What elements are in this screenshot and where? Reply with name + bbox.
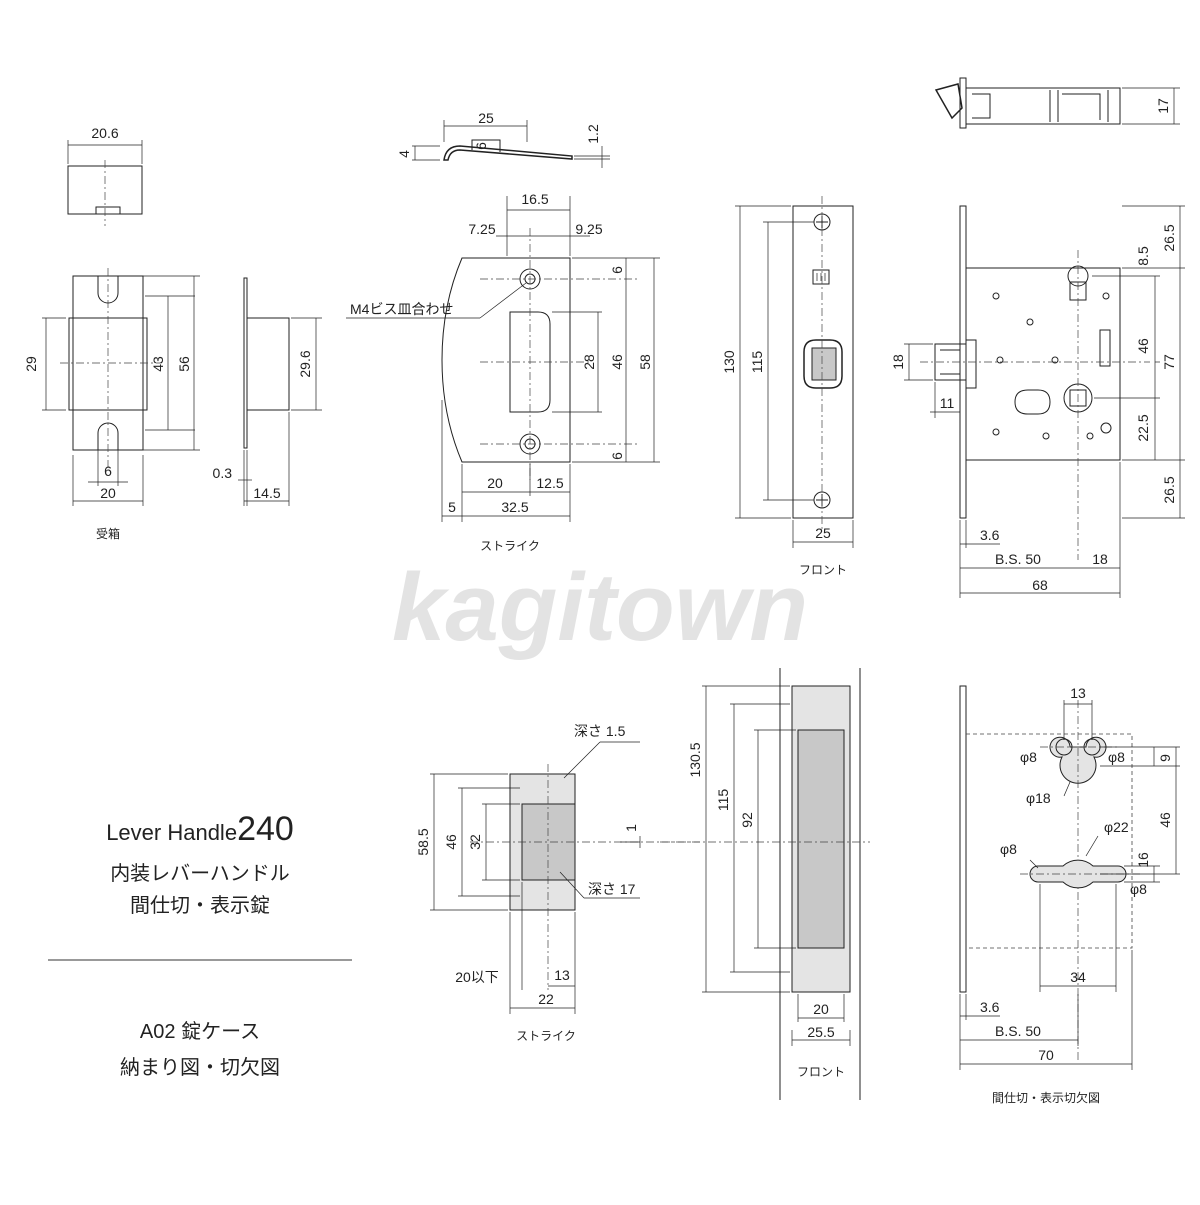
strike-top-group: 25 4 6 1.2 16.5 7.25 9.25 M4ビス皿合わせ (346, 110, 660, 553)
under20-note: 20以下 (455, 969, 499, 985)
ct-p22-label: φ22 (1104, 819, 1129, 835)
ct-p8a-label: φ8 (1020, 749, 1037, 765)
bf-1305-label: 130.5 (687, 742, 703, 777)
lc-11-label: 11 (940, 395, 955, 411)
rb-depth-label: 14.5 (253, 485, 280, 501)
lc-85-label: 8.5 (1135, 246, 1151, 266)
lc-17-label: 17 (1155, 98, 1171, 114)
strike-bottom-group: 58.5 46 32 1 深さ 1.5 深さ 17 20以下 13 22 ストラ… (415, 723, 700, 1043)
ct-36-label: 3.6 (980, 999, 1000, 1015)
bf-255-label: 25.5 (807, 1024, 834, 1040)
screw-note: M4ビス皿合わせ (350, 301, 453, 317)
title-block: Lever Handle240 内装レバーハンドル 間仕切・表示錠 A02 錠ケ… (48, 810, 352, 1079)
cutout-group: 13 φ8 φ8 φ18 9 46 φ22 φ8 16 φ8 34 3.6 B.… (959, 685, 1180, 1105)
st-28-label: 28 (581, 354, 597, 370)
rb-bottom-6-label: 6 (104, 463, 112, 479)
cutout-caption: 間仕切・表示切欠図 (992, 1090, 1100, 1105)
front-top-group: 130 115 25 フロント (721, 196, 854, 577)
lc-68-label: 68 (1032, 577, 1048, 593)
lc-46-label: 46 (1135, 338, 1151, 354)
product-title: Lever Handle240 (106, 810, 294, 848)
st-12-label: 1.2 (585, 124, 601, 144)
watermark: kagitown (392, 554, 808, 661)
strike-top-caption: ストライク (480, 539, 540, 553)
ct-p8d-label: φ8 (1130, 881, 1147, 897)
lc-77-label: 77 (1161, 354, 1177, 370)
case-title: A02 錠ケース (140, 1020, 260, 1043)
ct-34-label: 34 (1070, 969, 1086, 985)
fr-25-label: 25 (815, 525, 831, 541)
st-325-label: 32.5 (501, 499, 528, 515)
product-subtitle-2: 間仕切・表示錠 (130, 894, 270, 917)
front-top-caption: フロント (799, 563, 847, 577)
rb-side-label: 29.6 (297, 350, 313, 377)
rb-bottom-20-label: 20 (100, 485, 116, 501)
st-4-label: 4 (396, 150, 412, 158)
bf-92-label: 92 (739, 812, 755, 828)
case-subtitle: 納まり図・切欠図 (120, 1056, 280, 1079)
lc-36-label: 3.6 (980, 527, 1000, 543)
ct-16-label: 16 (1135, 852, 1151, 868)
st-125-label: 12.5 (536, 475, 563, 491)
st-6-label: 6 (473, 142, 489, 150)
bs-46-label: 46 (443, 834, 459, 850)
rb-h56-label: 56 (176, 356, 192, 372)
st-58-label: 58 (637, 354, 653, 370)
ct-p18-label: φ18 (1026, 790, 1051, 806)
front-bottom-caption: フロント (797, 1065, 845, 1079)
bs-22-label: 22 (538, 991, 554, 1007)
ct-9-label: 9 (1157, 754, 1173, 762)
st-46-label: 46 (609, 354, 625, 370)
product-title-text: Lever Handle (106, 820, 237, 845)
product-title-number: 240 (237, 810, 294, 848)
lc-265b-label: 26.5 (1161, 476, 1177, 503)
ct-p8c-label: φ8 (1000, 841, 1017, 857)
st-5-label: 5 (448, 499, 456, 515)
strike-bottom-caption: ストライク (516, 1029, 576, 1043)
bf-115-label: 115 (715, 789, 731, 812)
st-6b-label: 6 (609, 452, 625, 460)
st-925-label: 9.25 (575, 221, 602, 237)
lc-18b-label: 18 (1092, 551, 1108, 567)
receiver-caption: 受箱 (96, 526, 120, 541)
lc-18-label: 18 (890, 354, 906, 370)
product-subtitle-1: 内装レバーハンドル (110, 862, 290, 885)
ct-p8b-label: φ8 (1108, 749, 1125, 765)
fr-130-label: 130 (721, 350, 737, 374)
lc-bs-label: B.S. 50 (995, 551, 1041, 567)
bf-20-label: 20 (813, 1001, 829, 1017)
rb-thickness-label: 0.3 (213, 465, 233, 481)
rb-h29-label: 29 (23, 356, 39, 372)
st-165-label: 16.5 (521, 191, 548, 207)
fr-115-label: 115 (749, 351, 765, 374)
ct-13-label: 13 (1070, 685, 1086, 701)
rb-width-label: 20.6 (91, 125, 118, 141)
st-725-label: 7.25 (468, 221, 495, 237)
depth-2-note: 深さ 17 (588, 881, 636, 897)
bs-1-label: 1 (623, 824, 639, 832)
rb-h43-label: 43 (150, 356, 166, 372)
lc-225-label: 22.5 (1135, 414, 1151, 441)
lock-case-group: 17 26.5 8.5 (890, 77, 1185, 598)
st-25-label: 25 (478, 110, 494, 126)
receiver-box-group: 20.6 29 43 56 6 20 受箱 (23, 125, 322, 541)
st-20-label: 20 (487, 475, 503, 491)
depth-1-note: 深さ 1.5 (574, 723, 626, 739)
lc-265a-label: 26.5 (1161, 224, 1177, 251)
st-6a-label: 6 (609, 266, 625, 274)
ct-bs-label: B.S. 50 (995, 1023, 1041, 1039)
front-bottom-group: 130.5 115 92 20 25.5 フロント (660, 668, 870, 1100)
bs-585-label: 58.5 (415, 828, 431, 855)
bs-13-label: 13 (554, 967, 570, 983)
ct-70-label: 70 (1038, 1047, 1054, 1063)
ct-46-label: 46 (1157, 812, 1173, 828)
